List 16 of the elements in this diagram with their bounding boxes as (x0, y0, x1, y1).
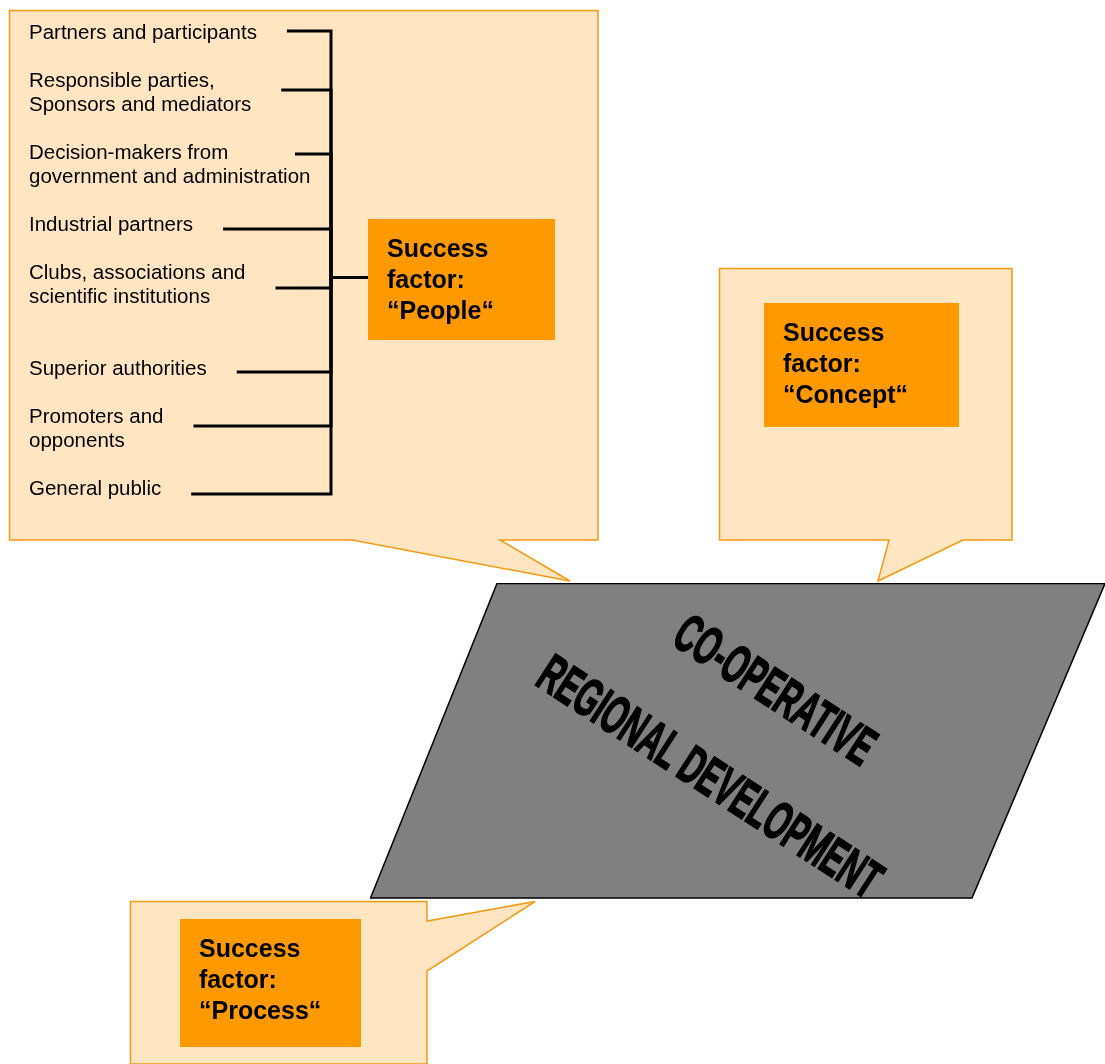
success-factor-box: Success factor: “Process“ (180, 919, 361, 1047)
success-factor-box: Success factor: “People“ (368, 219, 555, 340)
list-item: Partners and participants (29, 20, 295, 44)
list-item: Clubs, associations and scientific institutions (29, 260, 295, 308)
speech-callout (130, 901, 536, 1064)
list-item: Industrial partners (29, 212, 295, 236)
parallelogram (370, 583, 1105, 899)
list-item: Responsible parties, Sponsors and mediators (29, 68, 291, 116)
success-factor-box: Success factor: “Concept“ (764, 303, 959, 427)
speech-callout (9, 10, 599, 582)
list-item: Decision-makers from government and administration (29, 140, 329, 188)
list-item: General public (29, 476, 295, 500)
bracket-line (191, 276, 368, 496)
speech-callout (719, 268, 1013, 582)
list-item: Superior authorities (29, 356, 295, 380)
list-item: Promoters and opponents (29, 404, 179, 452)
